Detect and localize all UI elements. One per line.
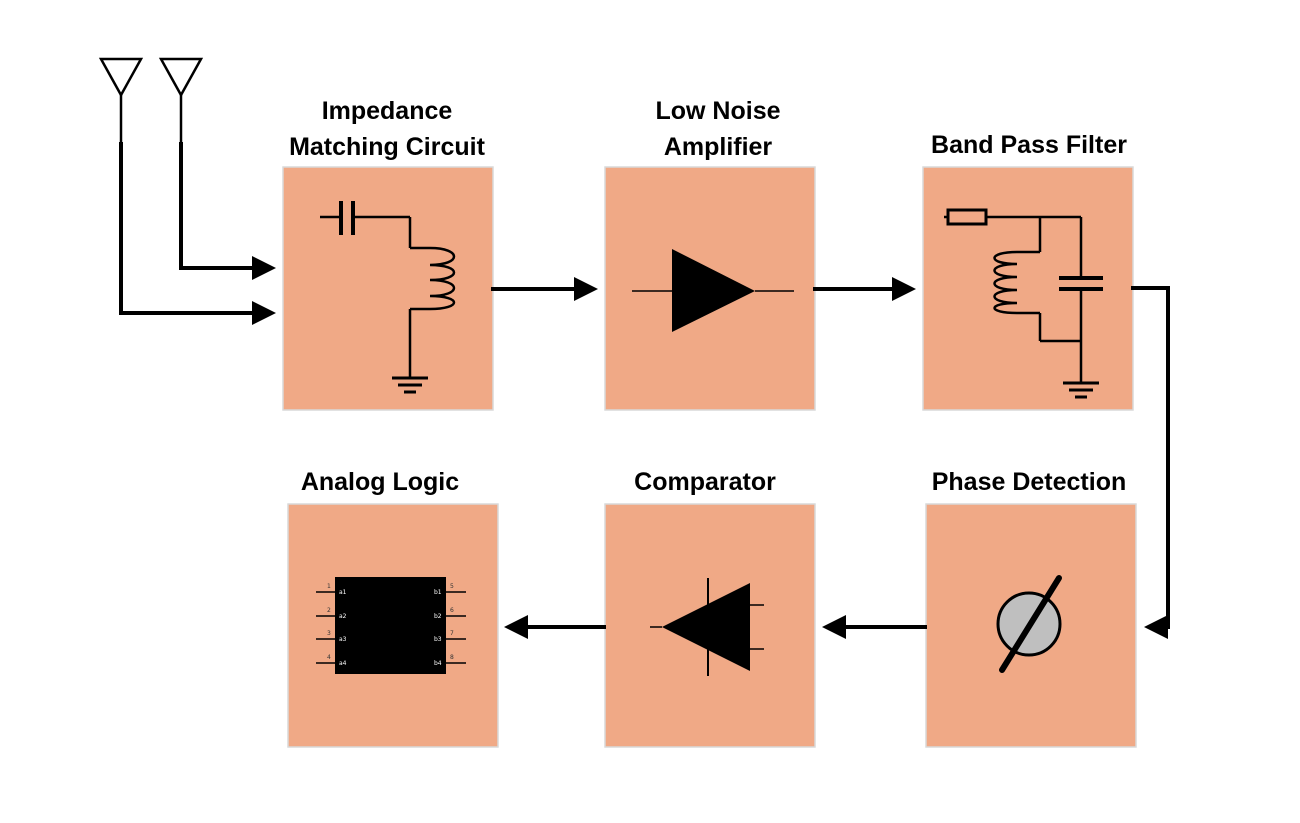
capacitor-icon — [320, 201, 412, 248]
chip-pin-label: b4 — [434, 660, 442, 667]
chip-pin-number: 5 — [450, 583, 454, 590]
chip-pin-label: b2 — [434, 613, 442, 620]
chip-pin-number: 2 — [327, 607, 331, 614]
chip-pin-number: 1 — [327, 583, 331, 590]
antenna-icon — [98, 57, 144, 142]
analog-logic-title: Analog Logic — [301, 468, 459, 496]
chip-pin-label: a3 — [339, 636, 347, 643]
bpf-title: Band Pass Filter — [931, 131, 1127, 159]
antenna-feed-wire-1 — [179, 142, 276, 280]
chip-pin-number: 3 — [327, 630, 331, 637]
capacitor-icon — [1059, 217, 1103, 383]
impedance-title-line1: Impedance — [322, 97, 453, 125]
comparator-title: Comparator — [634, 468, 776, 496]
chip-pin-number: 4 — [327, 654, 331, 661]
ground-icon — [1063, 381, 1099, 399]
lna-title-line2: Amplifier — [664, 133, 773, 161]
chip-pin-number: 6 — [450, 607, 454, 614]
chip-pin-label: a1 — [339, 589, 347, 596]
ground-icon — [392, 376, 428, 394]
ic-chip-icon: 1 2 3 4 a1 a2 a3 a4 5 6 7 8 b1 b2 b3 b4 — [316, 577, 466, 674]
chip-pin-label: a4 — [339, 660, 347, 667]
amplifier-icon — [632, 249, 794, 332]
inductor-icon — [408, 246, 455, 378]
impedance-title-line2: Matching Circuit — [289, 133, 486, 161]
antenna-icon — [158, 57, 204, 142]
antenna-feed-wire-2 — [119, 142, 276, 325]
comparator-diode-icon — [650, 578, 764, 676]
chip-pin-label: a2 — [339, 613, 347, 620]
impedance-matching-block — [282, 166, 494, 411]
phase-title: Phase Detection — [932, 468, 1127, 496]
bpf-to-phase-arrow — [1131, 286, 1170, 639]
resistor-icon — [944, 208, 1081, 226]
chip-pin-number: 7 — [450, 630, 454, 637]
chip-pin-label: b1 — [434, 589, 442, 596]
chip-pin-label: b3 — [434, 636, 442, 643]
lna-title-line1: Low Noise — [655, 97, 780, 125]
chip-pin-number: 8 — [450, 654, 454, 661]
inductor-icon — [993, 217, 1081, 343]
phase-detector-icon — [996, 575, 1062, 673]
